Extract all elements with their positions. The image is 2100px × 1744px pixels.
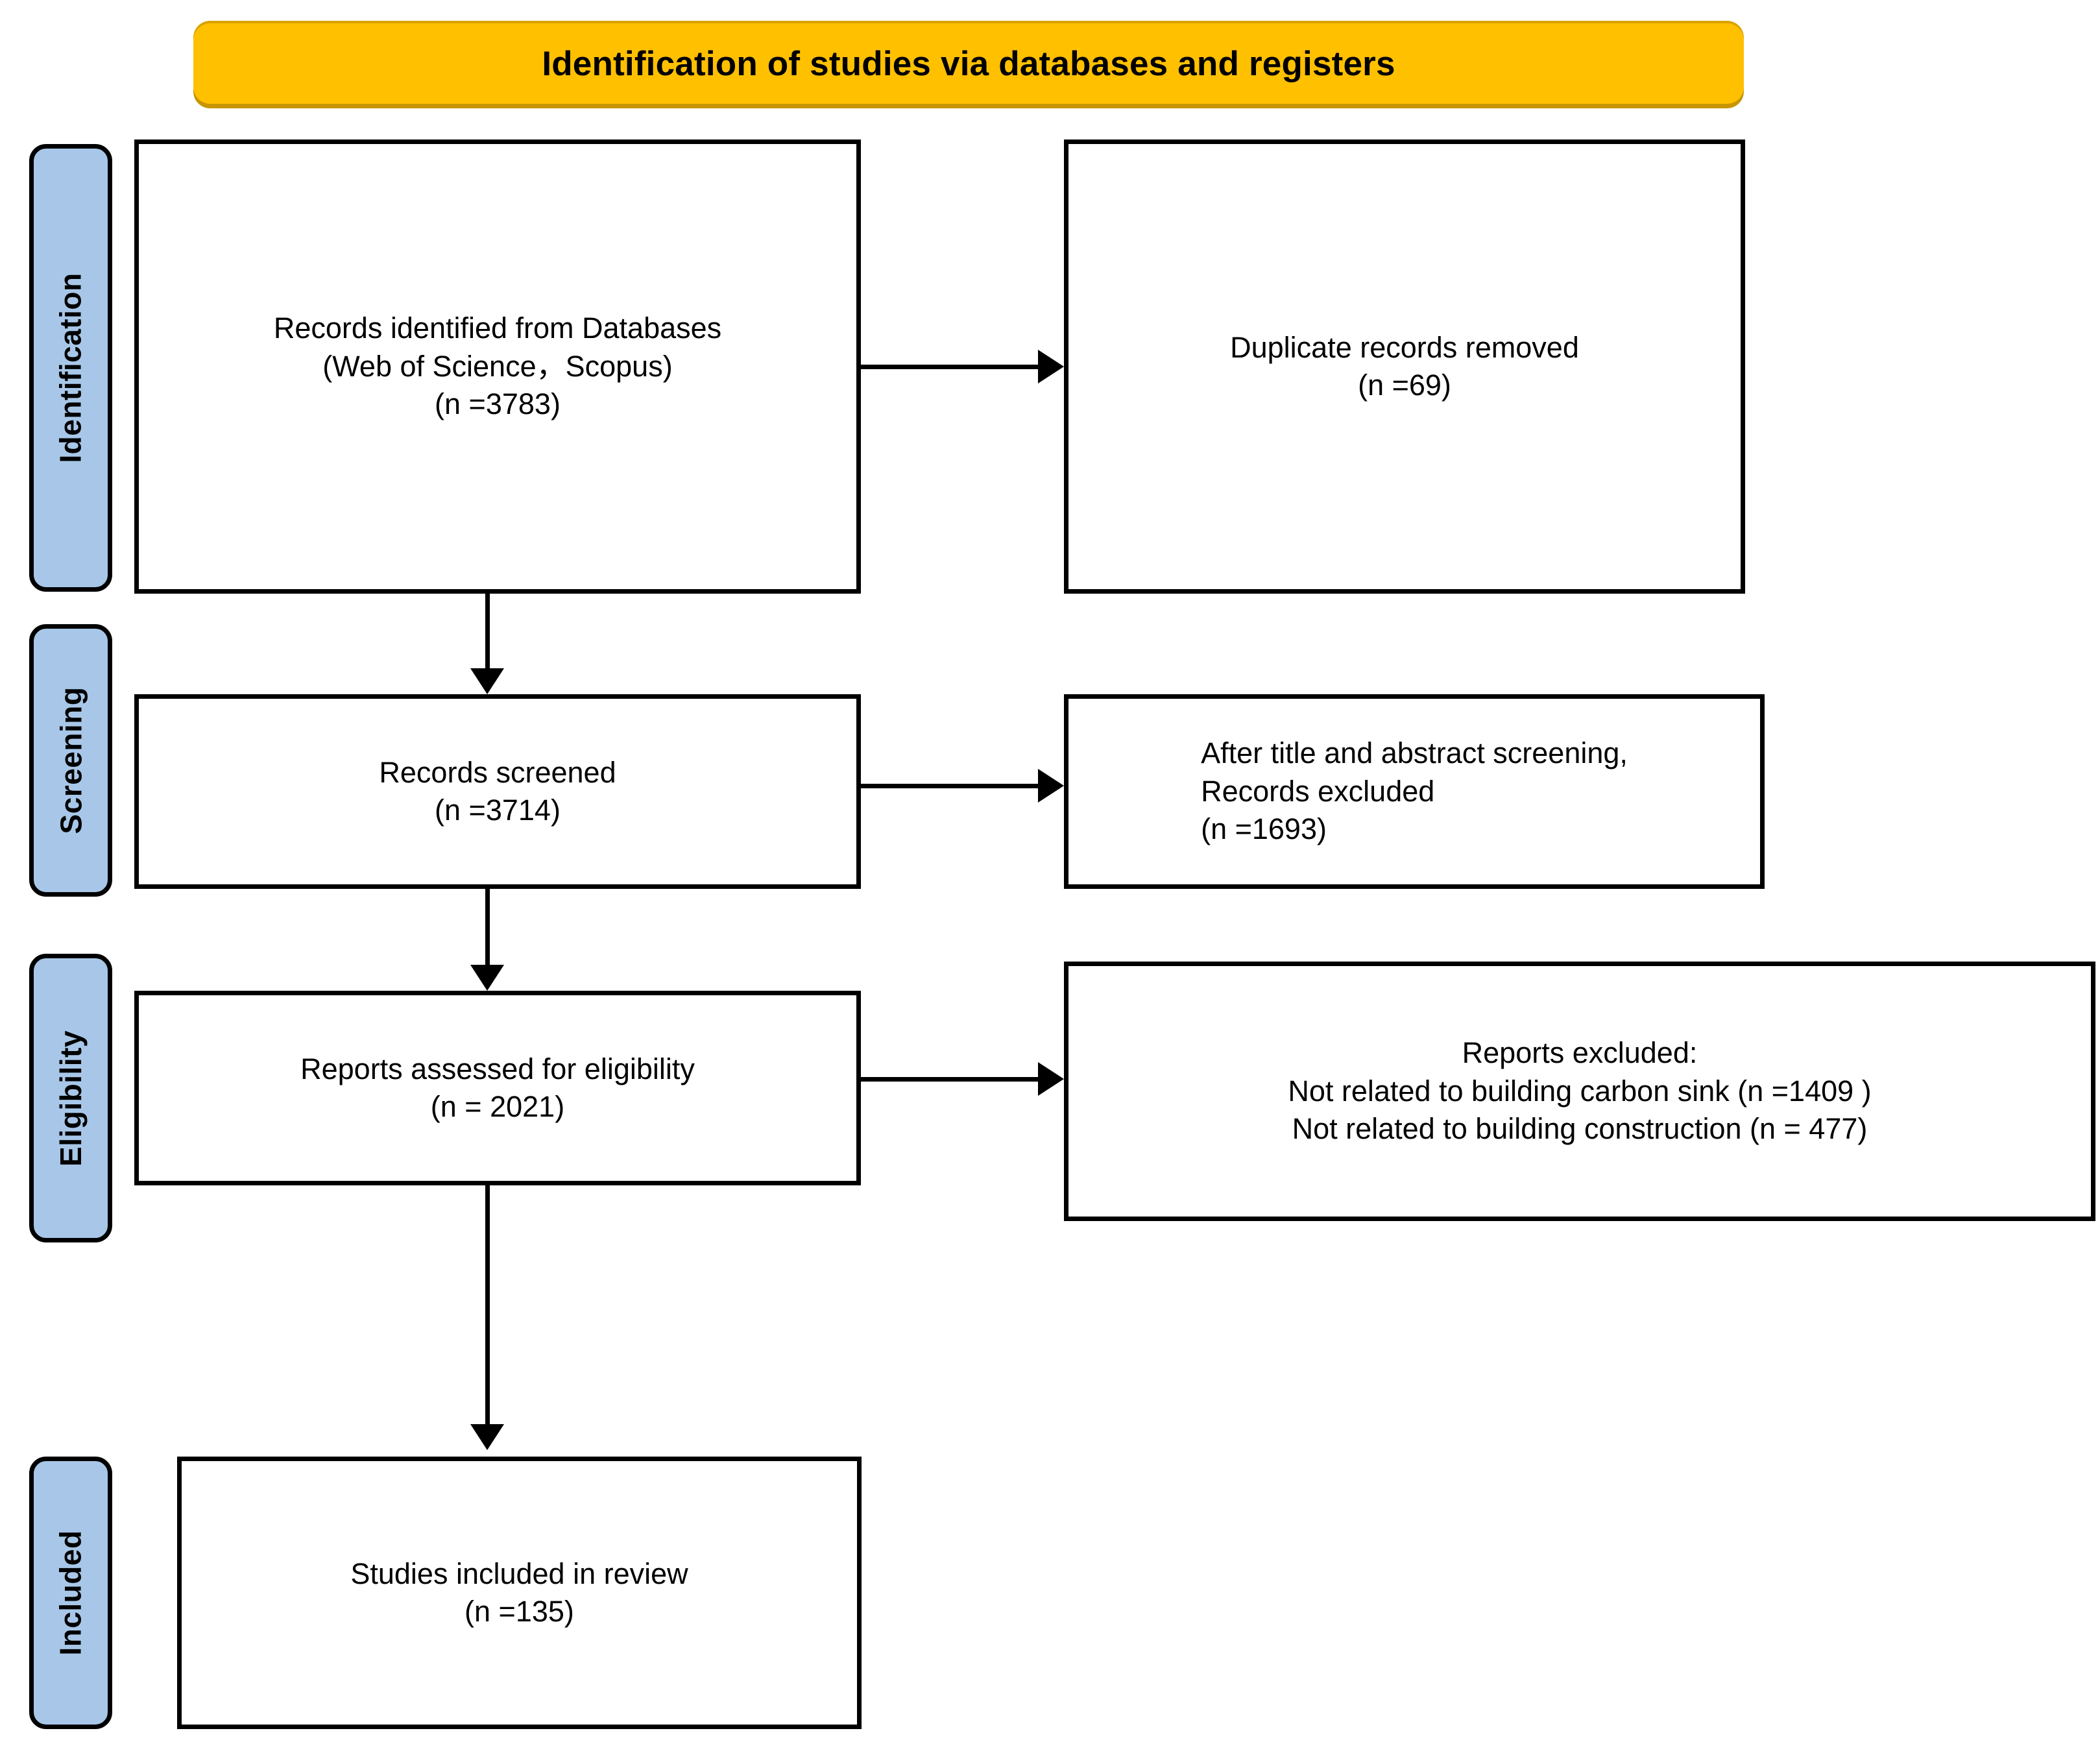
stage-label-included-text: Included xyxy=(54,1530,88,1656)
arrow-assessed-to-excluded-head xyxy=(1038,1062,1064,1096)
stage-label-eligibility: Eligibility xyxy=(29,954,112,1242)
box-reports-excluded: Reports excluded: Not related to buildin… xyxy=(1064,962,2095,1221)
box-duplicates-removed: Duplicate records removed (n =69) xyxy=(1064,139,1745,594)
stage-label-eligibility-text: Eligibility xyxy=(54,1030,88,1167)
box-records-screened: Records screened (n =3714) xyxy=(134,694,861,889)
stage-label-screening: Screening xyxy=(29,624,112,897)
arrow-screened-to-assessed xyxy=(485,889,490,973)
arrow-screened-to-assessed-head xyxy=(470,965,504,991)
arrow-screened-to-excluded-head xyxy=(1038,769,1064,803)
arrow-assessed-to-included-head xyxy=(470,1424,504,1450)
box-studies-included: Studies included in review (n =135) xyxy=(177,1457,862,1729)
arrow-identified-to-screened xyxy=(485,594,490,678)
box-studies-included-text: Studies included in review (n =135) xyxy=(350,1556,688,1629)
stage-label-included: Included xyxy=(29,1457,112,1729)
stage-label-identification: Identification xyxy=(29,144,112,592)
arrow-assessed-to-excluded xyxy=(861,1077,1038,1082)
arrow-identified-to-duplicates-head xyxy=(1038,350,1064,383)
diagram-title: Identification of studies via databases … xyxy=(542,44,1395,83)
arrow-assessed-to-included xyxy=(485,1185,490,1432)
box-records-screened-text: Records screened (n =3714) xyxy=(379,755,616,827)
stage-label-screening-text: Screening xyxy=(54,686,88,834)
box-records-excluded: After title and abstract screening, Reco… xyxy=(1064,694,1765,889)
box-reports-assessed-text: Reports assessed for eligibility (n = 20… xyxy=(300,1052,695,1124)
box-duplicates-removed-text: Duplicate records removed (n =69) xyxy=(1230,330,1579,402)
stage-label-identification-text: Identification xyxy=(54,272,88,463)
arrow-identified-to-duplicates xyxy=(861,365,1038,369)
box-records-identified-text: Records identified from Databases (Web o… xyxy=(273,311,722,421)
diagram-header-banner: Identification of studies via databases … xyxy=(193,23,1744,104)
box-reports-assessed: Reports assessed for eligibility (n = 20… xyxy=(134,991,861,1185)
arrow-screened-to-excluded xyxy=(861,784,1038,788)
box-records-identified: Records identified from Databases (Web o… xyxy=(134,139,861,594)
box-reports-excluded-text: Reports excluded: Not related to buildin… xyxy=(1288,1036,1872,1146)
box-records-excluded-text: After title and abstract screening, Reco… xyxy=(1201,736,1628,846)
arrow-identified-to-screened-head xyxy=(470,668,504,694)
